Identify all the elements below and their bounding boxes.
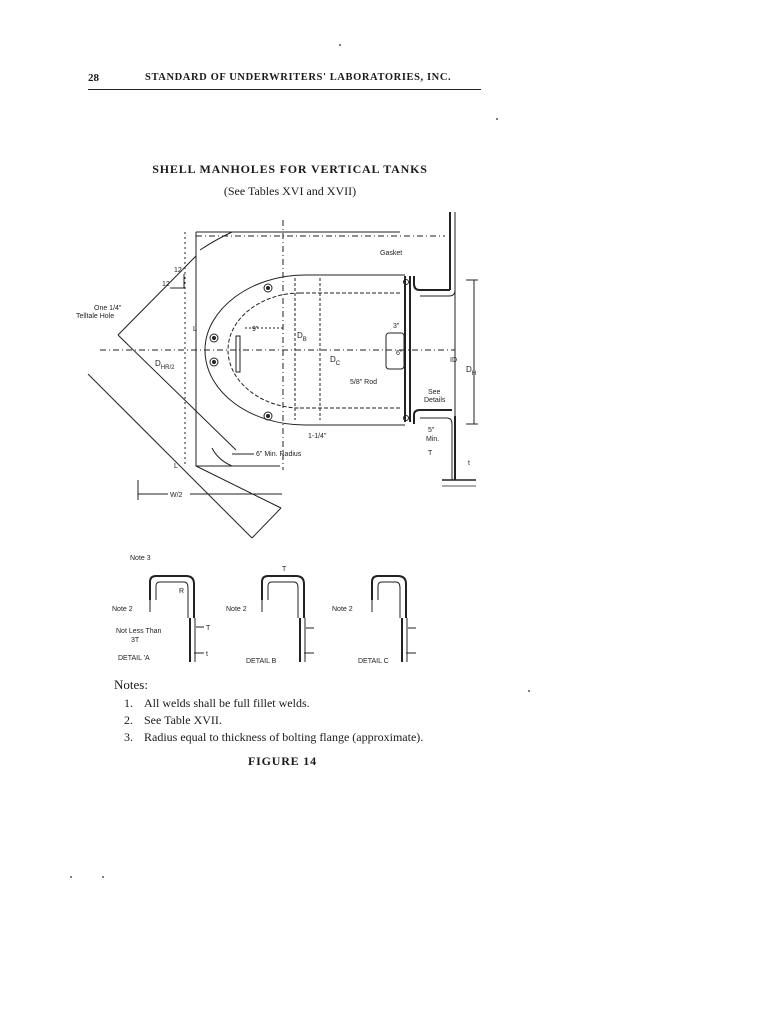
shell-neck-bottom: [413, 409, 452, 424]
label-l-lower: L: [174, 463, 178, 470]
diagonal-lower: [117, 334, 237, 451]
diagonal-upper: [117, 255, 197, 336]
label-12-top: 12: [174, 267, 182, 274]
header-rule: [88, 89, 481, 90]
detail-note2-a: Note 2: [112, 606, 133, 613]
detail-not-less-1: Not Less Than: [116, 628, 162, 635]
detail-a-plate: [149, 575, 195, 618]
label-9: 9": [252, 326, 259, 333]
label-telltale-1: One 1/4": [94, 305, 122, 312]
label-12-side: 12: [162, 281, 170, 288]
label-gasket: Gasket: [380, 250, 402, 257]
bolt-2: [209, 333, 219, 343]
note-item: 3.Radius equal to thickness of bolting f…: [124, 730, 424, 744]
detail-not-less-2: 3T: [131, 637, 140, 644]
notes-heading: Notes:: [114, 677, 148, 692]
figure-title: SHELL MANHOLES FOR VERTICAL TANKS: [152, 162, 428, 176]
label-id: ID: [450, 357, 457, 364]
detail-b-plate: [261, 575, 305, 618]
notes-list: 1.All welds shall be full fillet welds. …: [124, 695, 423, 746]
page-number: 28: [88, 72, 99, 84]
label-dhr: DHR/2: [155, 359, 175, 371]
handle: [235, 335, 241, 373]
scan-speck: [70, 876, 72, 878]
label-w2: W/2: [170, 492, 183, 499]
label-l-upper: L: [193, 326, 197, 333]
detail-c-label: DETAIL C: [358, 658, 389, 665]
plate-outline: [195, 231, 400, 467]
label-min-radius: 6" Min. Radius: [256, 451, 302, 458]
label-dh: DH: [466, 365, 476, 377]
detail-a-label: DETAIL 'A: [118, 655, 150, 662]
label-telltale-2: Telltale Hole: [76, 313, 114, 320]
scan-speck: [339, 44, 341, 46]
note-item: 1.All welds shall be full fillet welds.: [124, 696, 310, 710]
running-header: STANDARD OF UNDERWRITERS' LABORATORIES, …: [145, 72, 452, 83]
label-t: T: [428, 450, 433, 457]
detail-b-label: DETAIL B: [246, 658, 277, 665]
detail-c-plate: [371, 575, 407, 618]
detail-note3: Note 3: [130, 555, 151, 562]
detail-t-small: t: [206, 651, 208, 658]
label-see-1: See: [428, 389, 441, 396]
bolt-3: [209, 357, 219, 367]
label-3: 3": [393, 323, 400, 330]
bolt-4: [263, 411, 273, 421]
label-t-small: t: [468, 460, 470, 467]
label-db: DB: [297, 331, 307, 343]
cover-inner-arc: [227, 292, 301, 409]
scan-speck: [528, 690, 530, 692]
cover-handle-box: [385, 332, 405, 370]
figure-subtitle: (See Tables XVI and XVII): [223, 184, 357, 198]
label-see-2: Details: [424, 397, 446, 404]
detail-t-lower: T: [206, 625, 211, 632]
plate-curve-bottom: [211, 447, 233, 467]
label-1-1-4: 1-1/4": [308, 433, 327, 440]
diagonal-lower-2: [87, 373, 253, 539]
cover-outer-arc: [204, 274, 306, 426]
plate-curve-top: [196, 231, 233, 251]
label-5-1: 5": [428, 427, 435, 434]
scan-speck: [496, 118, 498, 120]
detail-note2-b: Note 2: [226, 606, 247, 613]
detail-r-label: R: [179, 588, 184, 595]
label-6: 6": [396, 350, 403, 357]
scan-speck: [102, 876, 104, 878]
label-dc: DC: [330, 355, 341, 367]
figure-caption: FIGURE 14: [248, 754, 317, 768]
detail-note2-c: Note 2: [332, 606, 353, 613]
label-5-2: Min.: [426, 436, 439, 443]
detail-t-upper: T: [282, 566, 287, 573]
note-item: 2.See Table XVII.: [124, 713, 222, 727]
bolt-1: [263, 283, 273, 293]
label-rod: 5/8" Rod: [350, 379, 377, 386]
slope-marker: [170, 274, 185, 289]
diagonal-side: [195, 465, 282, 509]
shell-neck-top: [413, 276, 450, 291]
